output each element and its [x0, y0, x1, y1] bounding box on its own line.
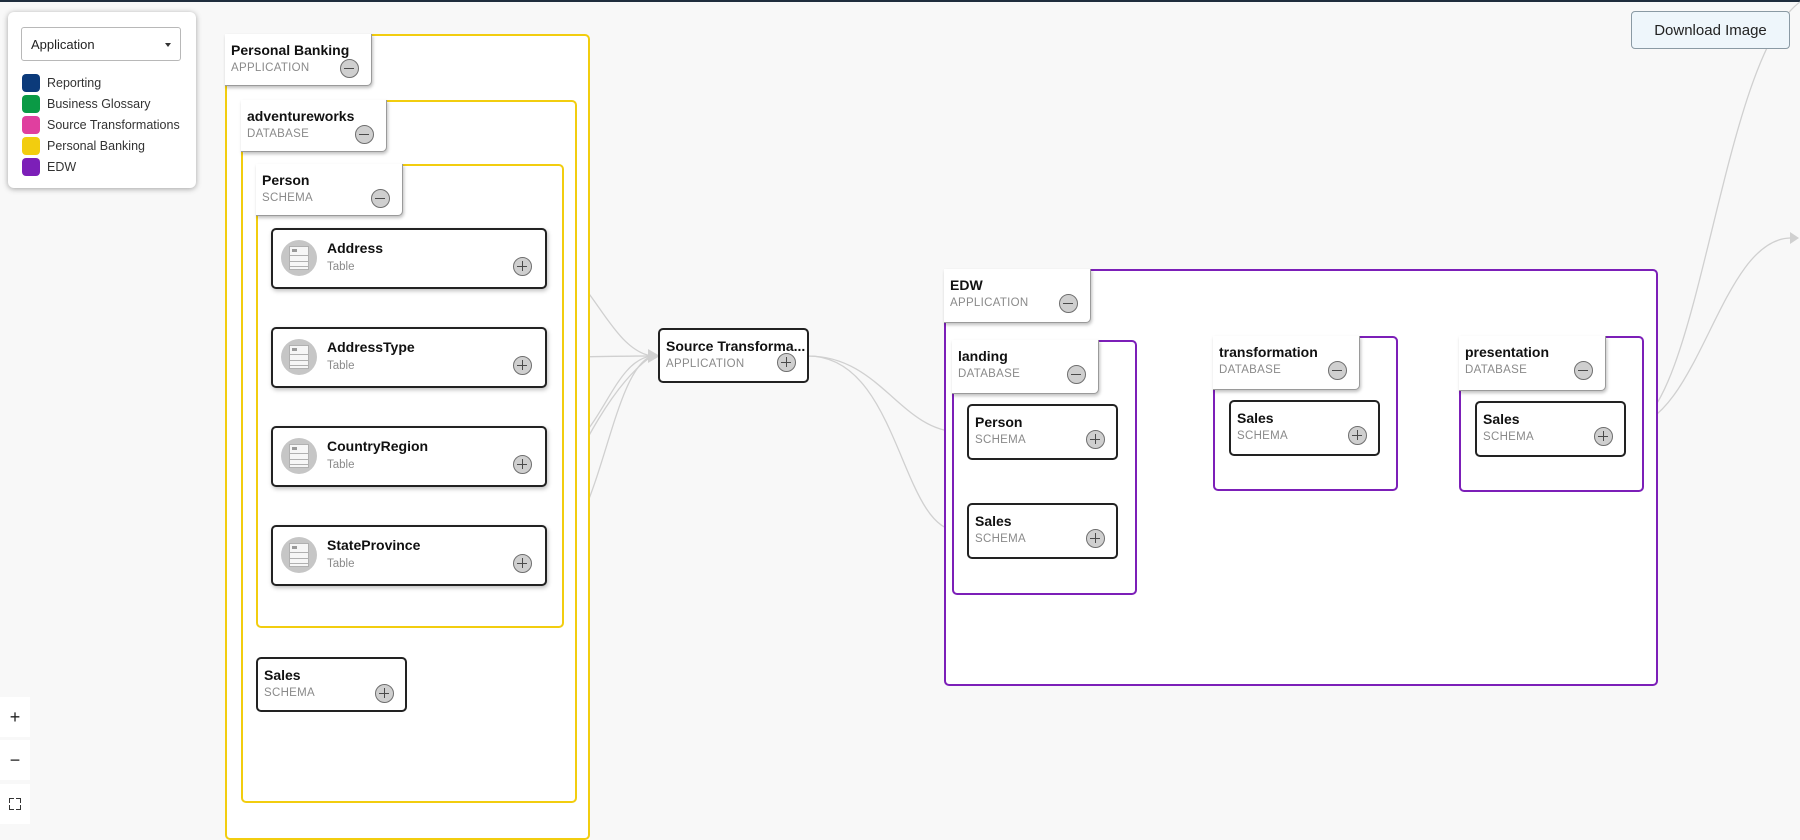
legend-swatch: [22, 116, 40, 134]
fullscreen-icon: [9, 798, 21, 810]
table-node-addresstype[interactable]: AddressType Table: [271, 327, 547, 388]
node-type: SCHEMA: [975, 434, 1027, 446]
table-type: Table: [327, 558, 355, 570]
table-type: Table: [327, 459, 355, 471]
transformation-sales-schema-node[interactable]: Sales SCHEMA: [1229, 400, 1380, 456]
node-type: APPLICATION: [666, 358, 745, 370]
fit-to-screen-button[interactable]: [0, 784, 30, 824]
group-title: transformation: [1219, 344, 1318, 360]
table-name: CountryRegion: [327, 438, 429, 454]
legend-label: EDW: [47, 160, 77, 174]
expand-icon[interactable]: [513, 356, 532, 375]
expand-icon[interactable]: [513, 257, 532, 276]
group-type: APPLICATION: [231, 62, 310, 74]
pb-sales-schema-node[interactable]: Sales SCHEMA: [256, 657, 407, 712]
node-type: SCHEMA: [1237, 430, 1289, 442]
collapse-icon[interactable]: [1574, 361, 1593, 380]
node-type: SCHEMA: [1483, 431, 1535, 443]
node-title: Sales: [1483, 411, 1520, 427]
arrow-right-edge: [1790, 232, 1799, 244]
edge-source-to-landing-sales: [807, 355, 959, 532]
legend-swatch: [22, 137, 40, 155]
collapse-icon[interactable]: [371, 189, 390, 208]
table-name: StateProvince: [327, 537, 421, 553]
group-by-select[interactable]: Application: [21, 27, 181, 61]
collapse-icon[interactable]: [1067, 365, 1086, 384]
top-border: [0, 0, 1800, 2]
group-by-value: Application: [31, 37, 95, 52]
group-title: Person: [262, 172, 310, 188]
caret-down-icon: [165, 43, 171, 47]
node-title: Source Transforma...: [666, 338, 806, 354]
legend-label: Source Transformations: [47, 118, 180, 132]
edw-header[interactable]: EDW APPLICATION: [944, 269, 1091, 323]
legend-panel: Application Reporting Business Glossary …: [8, 12, 196, 188]
group-type: DATABASE: [1465, 364, 1528, 376]
group-title: EDW: [950, 277, 983, 293]
adventureworks-header[interactable]: adventureworks DATABASE: [241, 100, 387, 152]
landing-sales-schema-node[interactable]: Sales SCHEMA: [967, 503, 1118, 559]
expand-icon[interactable]: [513, 455, 532, 474]
legend-swatch: [22, 74, 40, 92]
group-type: DATABASE: [247, 128, 310, 140]
collapse-icon[interactable]: [355, 125, 374, 144]
expand-icon[interactable]: [375, 684, 394, 703]
node-title: Person: [975, 414, 1023, 430]
node-title: Sales: [1237, 410, 1274, 426]
node-type: SCHEMA: [975, 533, 1027, 545]
landing-person-schema-node[interactable]: Person SCHEMA: [967, 404, 1118, 460]
source-transformations-node[interactable]: Source Transforma... APPLICATION: [658, 328, 809, 383]
legend-swatch: [22, 158, 40, 176]
table-node-countryregion[interactable]: CountryRegion Table: [271, 426, 547, 487]
legend-label: Reporting: [47, 76, 102, 90]
personal-banking-header[interactable]: Personal Banking APPLICATION: [225, 34, 372, 86]
group-title: presentation: [1465, 344, 1550, 360]
expand-icon[interactable]: [1348, 426, 1367, 445]
legend-label: Personal Banking: [47, 139, 145, 153]
legend-label: Business Glossary: [47, 97, 151, 111]
arrow-source-in: [648, 349, 660, 363]
expand-icon[interactable]: [1086, 430, 1105, 449]
node-type: SCHEMA: [264, 687, 316, 699]
table-icon: [281, 339, 317, 375]
group-title: adventureworks: [247, 108, 355, 124]
group-title: landing: [958, 348, 1008, 364]
landing-header[interactable]: landing DATABASE: [952, 340, 1099, 394]
download-image-button[interactable]: Download Image: [1631, 11, 1790, 49]
group-type: DATABASE: [958, 368, 1021, 380]
person-schema-header[interactable]: Person SCHEMA: [256, 164, 403, 216]
presentation-sales-schema-node[interactable]: Sales SCHEMA: [1475, 401, 1626, 457]
table-type: Table: [327, 360, 355, 372]
group-type: SCHEMA: [262, 192, 314, 204]
zoom-in-button[interactable]: +: [0, 697, 30, 737]
zoom-out-button[interactable]: −: [0, 740, 30, 780]
collapse-icon[interactable]: [1328, 361, 1347, 380]
table-type: Table: [327, 261, 355, 273]
legend-swatch: [22, 95, 40, 113]
edge-source-to-landing-person: [807, 355, 959, 433]
expand-icon[interactable]: [777, 353, 796, 372]
group-title: Personal Banking: [231, 42, 350, 58]
transformation-header[interactable]: transformation DATABASE: [1213, 336, 1360, 390]
table-name: AddressType: [327, 339, 415, 355]
table-node-stateprovince[interactable]: StateProvince Table: [271, 525, 547, 586]
node-title: Sales: [264, 667, 301, 683]
collapse-icon[interactable]: [1059, 294, 1078, 313]
table-icon: [281, 438, 317, 474]
table-icon: [281, 240, 317, 276]
table-node-address[interactable]: Address Table: [271, 228, 547, 289]
table-name: Address: [327, 240, 384, 256]
group-type: APPLICATION: [950, 297, 1029, 309]
table-icon: [281, 537, 317, 573]
node-title: Sales: [975, 513, 1012, 529]
expand-icon[interactable]: [513, 554, 532, 573]
expand-icon[interactable]: [1086, 529, 1105, 548]
collapse-icon[interactable]: [340, 59, 359, 78]
group-type: DATABASE: [1219, 364, 1282, 376]
expand-icon[interactable]: [1594, 427, 1613, 446]
presentation-header[interactable]: presentation DATABASE: [1459, 336, 1606, 391]
